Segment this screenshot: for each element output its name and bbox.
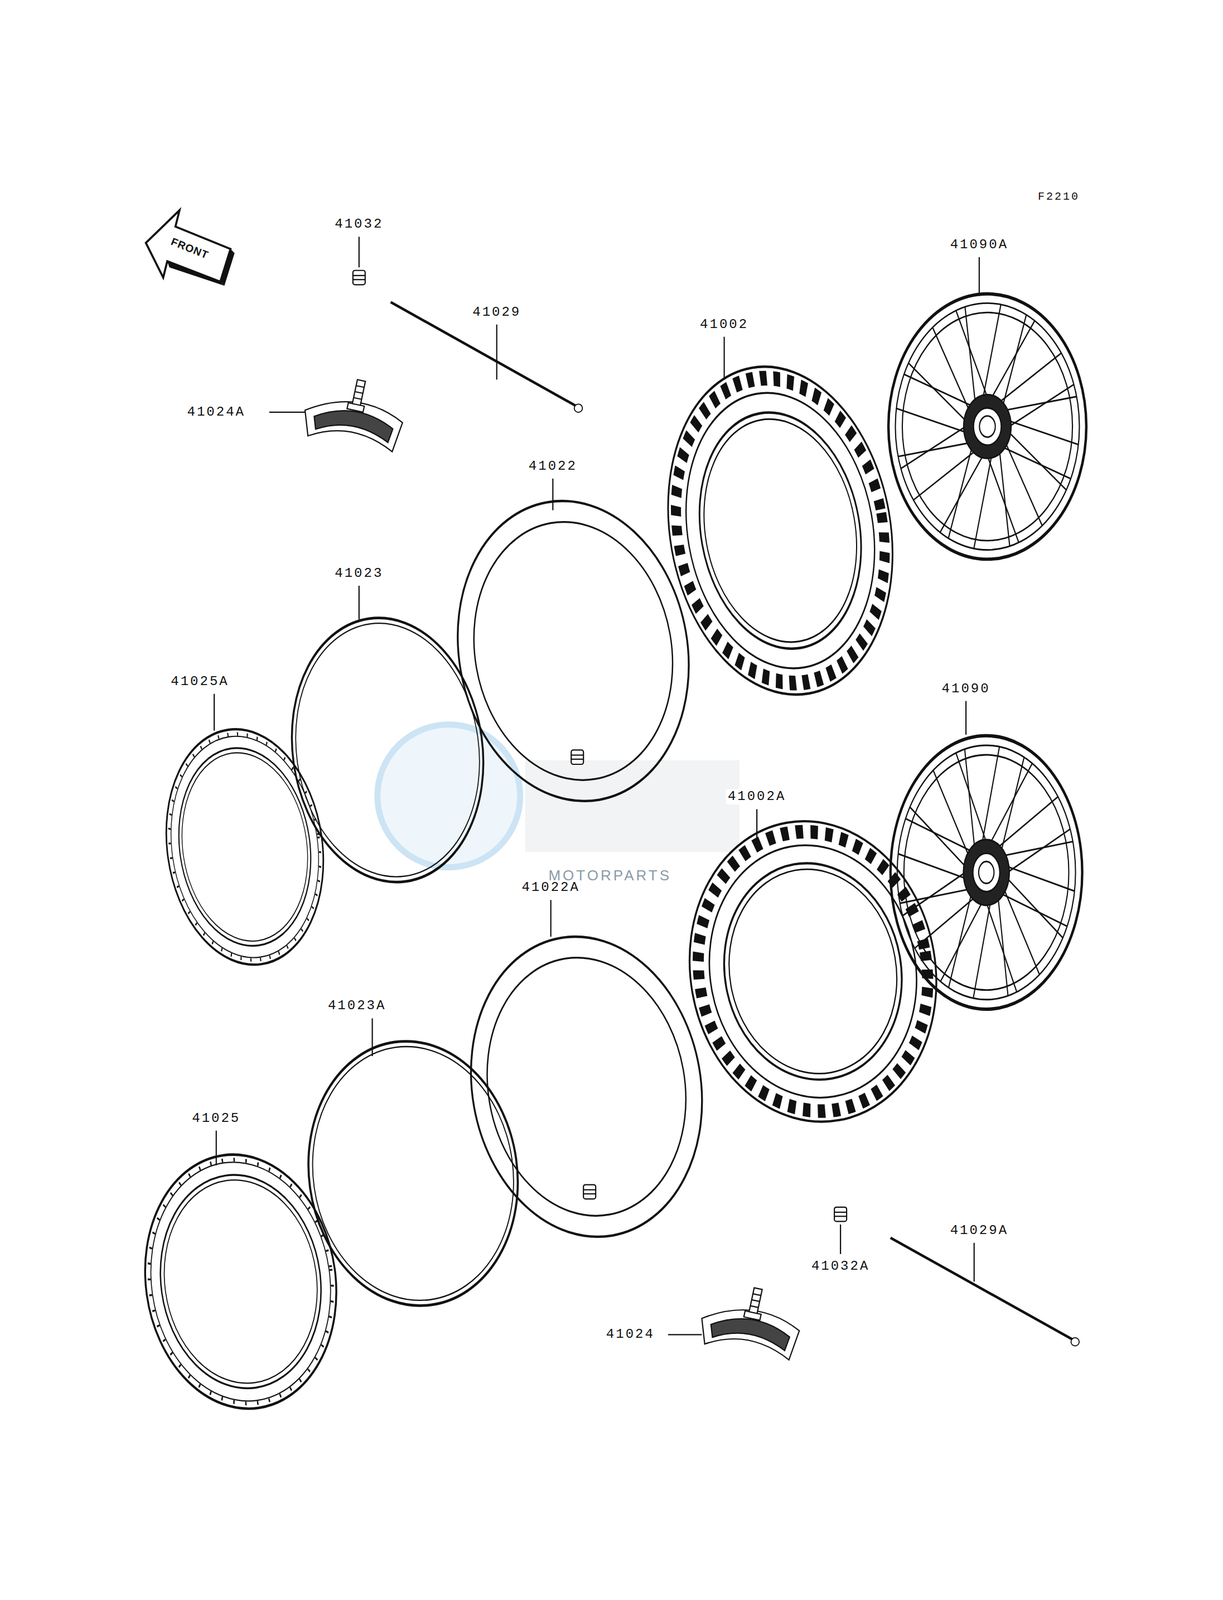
callout-number: 41025A xyxy=(168,674,231,689)
callout-number: 41029 xyxy=(470,304,523,319)
callout-number: 41024 xyxy=(604,1326,657,1342)
callout-number: 41024A xyxy=(185,404,248,420)
callout-number: 41029A xyxy=(948,1223,1010,1238)
watermark-logo xyxy=(377,724,740,868)
callout-number: 41032 xyxy=(332,216,385,232)
callout-number: 41025 xyxy=(190,1110,243,1125)
callout-number: 41023A xyxy=(326,998,388,1013)
callout-number: 41023 xyxy=(332,566,385,581)
watermark-text: MOTORPARTS xyxy=(546,867,674,884)
callout-number: 41032A xyxy=(809,1258,872,1274)
callout-number: 41090A xyxy=(948,237,1010,253)
callout-number: 41022 xyxy=(527,458,579,474)
figure-code: F2210 xyxy=(1036,190,1082,203)
callout-number: 41090 xyxy=(940,680,993,696)
callout-number: 41002 xyxy=(698,316,751,332)
callout-number: 41002A xyxy=(726,789,788,804)
leader-lines xyxy=(214,236,980,1334)
